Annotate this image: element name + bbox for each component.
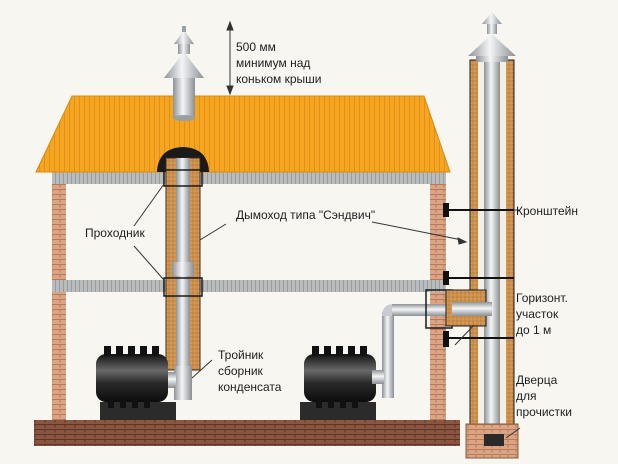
left-chimney-top-pipe (173, 78, 195, 118)
label-pass-through: Проходник (85, 226, 145, 240)
pass-through-sleeve-top (163, 169, 203, 187)
label-door-line-1: Дверца (516, 373, 558, 387)
label-tee-line-1: Тройник (218, 348, 264, 362)
left-brick-wall (52, 172, 66, 420)
wall-brackets (443, 203, 514, 347)
interfloor-slab (52, 280, 446, 292)
svg-text:минимум над: минимум над (236, 56, 310, 70)
roof (35, 95, 451, 173)
label-door-line-2: для (516, 389, 537, 403)
external-sandwich-chimney (445, 59, 515, 429)
cleaning-door (484, 434, 504, 446)
label-tee-line-2: сборник (218, 364, 264, 378)
attic-floor-slab (52, 172, 446, 184)
right-stove (300, 346, 376, 420)
label-horizontal-line-1: Горизонт. (516, 291, 568, 305)
tee-condensate-collector (174, 366, 192, 400)
svg-text:500 мм: 500 мм (236, 40, 276, 54)
svg-text:коньком крыши: коньком крыши (236, 72, 321, 86)
right-stove-flue-vertical (382, 312, 394, 398)
label-bracket: Кронштейн (516, 204, 578, 218)
label-horizontal-line-2: участок (516, 307, 559, 321)
label-height-line-2: минимум над (236, 56, 310, 70)
right-chimney-cap (468, 34, 516, 56)
label-height-line-1: 500 мм (236, 40, 276, 54)
label-horizontal-line-3: до 1 м (516, 323, 551, 337)
label-tee-line-3: конденсата (218, 380, 282, 394)
left-chimney-cap (164, 52, 204, 78)
left-stove (96, 346, 176, 420)
pass-through-sleeve-bottom (163, 277, 203, 297)
label-door-line-3: прочистки (516, 405, 572, 419)
label-sandwich-chimney: Дымоход типа "Сэндвич" (236, 208, 375, 222)
ground-foundation (34, 420, 460, 446)
label-height-line-3: коньком крыши (236, 72, 321, 86)
